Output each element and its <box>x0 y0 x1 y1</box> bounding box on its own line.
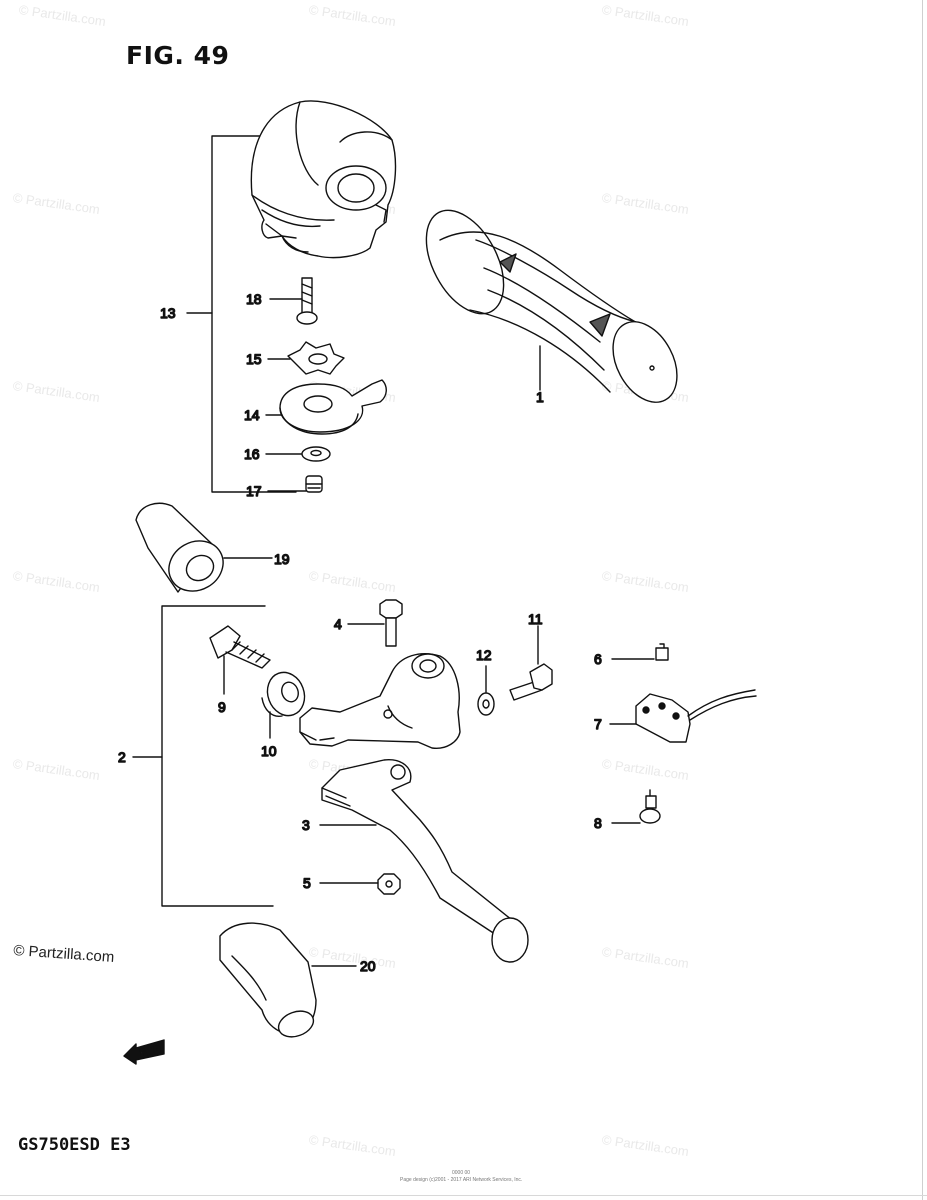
figure-title: FIG. 49 <box>126 41 230 70</box>
callout-20: 20 <box>360 958 376 974</box>
callout-4: 4 <box>334 616 342 632</box>
bolt-4-drawing <box>347 599 403 647</box>
callout-14: 14 <box>244 407 260 423</box>
footer-small-line: Page design (c)2001 - 2017 ARI Network S… <box>400 1177 523 1183</box>
bolt-11-drawing <box>509 625 553 701</box>
callout-12: 12 <box>476 647 492 663</box>
callout-3: 3 <box>302 817 310 833</box>
locknut-10-drawing <box>261 671 306 739</box>
callout-18: 18 <box>246 291 262 307</box>
callout-1: 1 <box>536 389 544 405</box>
callout-16: 16 <box>244 446 260 462</box>
screw-18-drawing <box>269 277 318 325</box>
callout-11: 11 <box>528 611 543 627</box>
page-edge <box>922 0 923 1200</box>
cable-boot-19-drawing <box>135 502 273 593</box>
callout-5: 5 <box>303 875 311 891</box>
callout-19: 19 <box>274 551 290 567</box>
lock-washer-15-drawing <box>267 341 345 375</box>
screw-6-drawing <box>611 643 669 661</box>
callout-6: 6 <box>594 651 602 667</box>
cover-20-drawing <box>219 922 357 1038</box>
page-edge <box>0 1195 927 1196</box>
adjuster-9-drawing <box>209 625 271 695</box>
nut-5-drawing <box>319 873 401 895</box>
footer-small-line: 0000 00 <box>452 1170 471 1176</box>
callout-15: 15 <box>246 351 262 367</box>
screw-8-drawing <box>611 789 661 824</box>
callout-8: 8 <box>594 815 602 831</box>
throttle-housing-drawing <box>250 100 397 259</box>
callout-10: 10 <box>261 743 277 759</box>
fwd-arrow-icon: FWD <box>123 1039 165 1065</box>
model-code: GS750ESD E3 <box>18 1135 131 1155</box>
bracket-13 <box>211 135 297 493</box>
callout-9: 9 <box>218 699 226 715</box>
stopper-14-drawing <box>265 379 387 435</box>
lever-holder-2-drawing <box>299 653 461 749</box>
washer-12-drawing <box>477 665 495 716</box>
screw-17-drawing <box>267 475 323 493</box>
callout-2: 2 <box>118 749 126 765</box>
bracket-2 <box>161 605 274 907</box>
callout-13: 13 <box>160 305 176 321</box>
grip-drawing <box>425 209 678 403</box>
washer-16-drawing <box>265 446 331 462</box>
lever-3-drawing <box>319 759 529 963</box>
callout-17: 17 <box>246 483 262 499</box>
switch-7-drawing <box>609 689 757 743</box>
callout-7: 7 <box>594 716 602 732</box>
